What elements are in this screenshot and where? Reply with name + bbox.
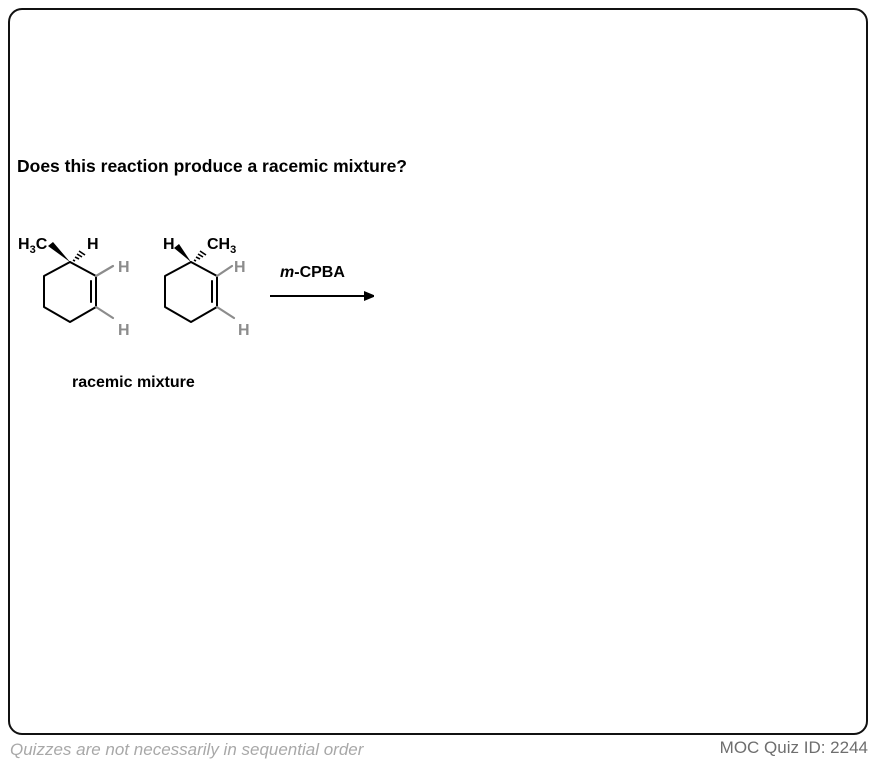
question-text: Does this reaction produce a racemic mix… (17, 156, 407, 176)
quiz-id: MOC Quiz ID: 2244 (719, 738, 868, 757)
footer-note: Quizzes are not necessarily in sequentia… (10, 740, 364, 759)
quiz-card (8, 8, 868, 735)
